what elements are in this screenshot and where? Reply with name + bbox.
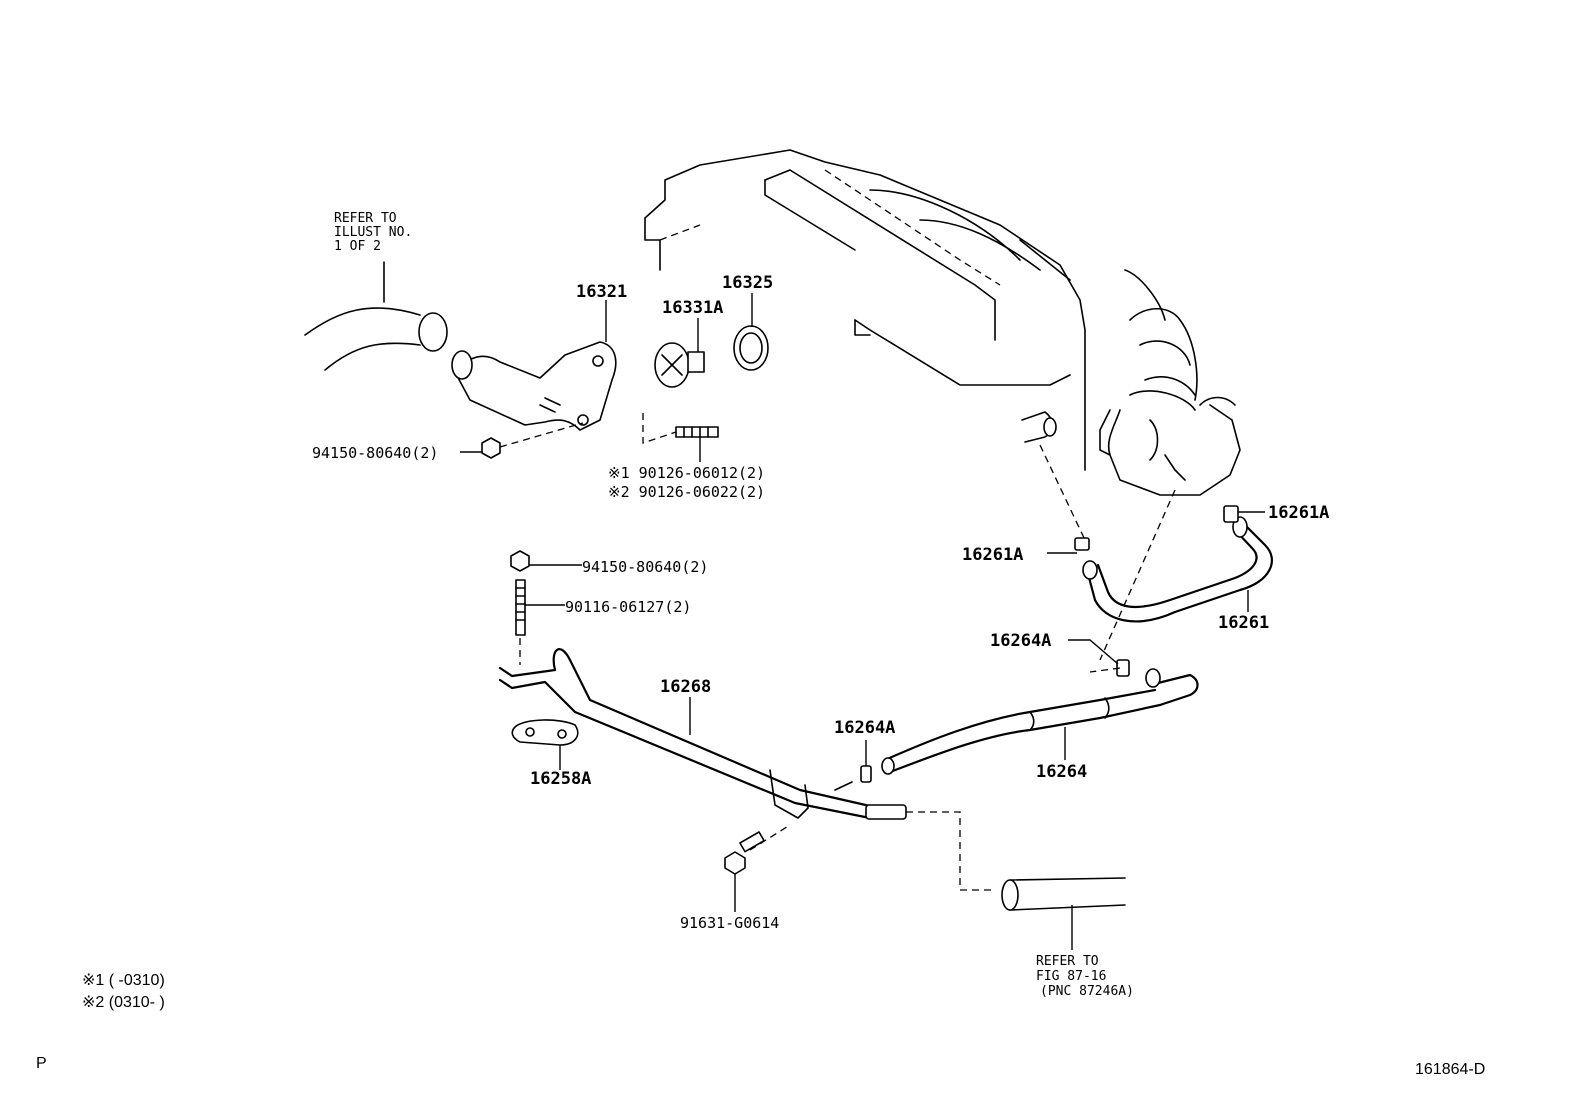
label-94150-upper: 94150-80640(2) (312, 444, 438, 462)
refer-illust-line3: 1 OF 2 (334, 239, 381, 254)
thermostat-16331A (654, 318, 705, 388)
upper-radiator-hose (304, 261, 448, 371)
gasket-16325 (733, 293, 769, 371)
clamps-16261A (1047, 505, 1265, 554)
refer-illust-note: REFER TO ILLUST NO. 1 OF 2 (334, 211, 412, 254)
label-16264A-lower: 16264A (834, 718, 895, 738)
hose-16261 (1021, 411, 1273, 661)
refer-illust-line1: REFER TO (334, 211, 397, 226)
label-16331A: 16331A (662, 298, 723, 318)
label-16261: 16261 (1218, 613, 1269, 633)
label-16261A-left: 16261A (962, 545, 1023, 565)
pipe-fasteners (510, 550, 582, 665)
label-90116: 90116-06127(2) (565, 598, 691, 616)
label-stud-2: ※2 90126-06022(2) (608, 483, 765, 501)
clamps-16264A (860, 639, 1130, 783)
label-16258A: 16258A (530, 769, 591, 789)
label-94150-lower: 94150-80640(2) (582, 558, 708, 576)
gasket-16258A (511, 719, 579, 770)
refer-fig-line2: FIG 87-16 (1036, 969, 1106, 984)
refer-fig-line1: REFER TO (1036, 954, 1099, 969)
label-16264: 16264 (1036, 762, 1087, 782)
hose-16264 (881, 668, 1199, 775)
label-91631: 91631-G0614 (680, 914, 779, 932)
footnote-1: ※1 ( -0310) (82, 972, 165, 989)
label-16261A-right: 16261A (1268, 503, 1329, 523)
footer-p: P (36, 1055, 47, 1072)
label-stud-1: ※1 90126-06012(2) (608, 464, 765, 482)
footnote-2: ※2 (0310- ) (82, 994, 165, 1011)
water-inlet-16321 (451, 300, 617, 431)
inlet-fasteners (460, 413, 719, 462)
illustration-code: 161864-D (1415, 1061, 1485, 1078)
throttle-body (1099, 269, 1241, 496)
engine-outline (644, 149, 1086, 471)
refer-illust-line2: ILLUST NO. (334, 225, 412, 240)
label-16321: 16321 (576, 282, 627, 302)
bypass-pipe-16268 (498, 648, 996, 891)
label-16325: 16325 (722, 273, 773, 293)
lower-reference-hose (1001, 877, 1126, 950)
refer-fig-note: REFER TO FIG 87-16 (PNC 87246A) (1036, 954, 1134, 999)
bolt-91631 (724, 824, 791, 912)
label-16268: 16268 (660, 677, 711, 697)
label-16264A-upper: 16264A (990, 631, 1051, 651)
refer-fig-line3: (PNC 87246A) (1040, 984, 1134, 999)
